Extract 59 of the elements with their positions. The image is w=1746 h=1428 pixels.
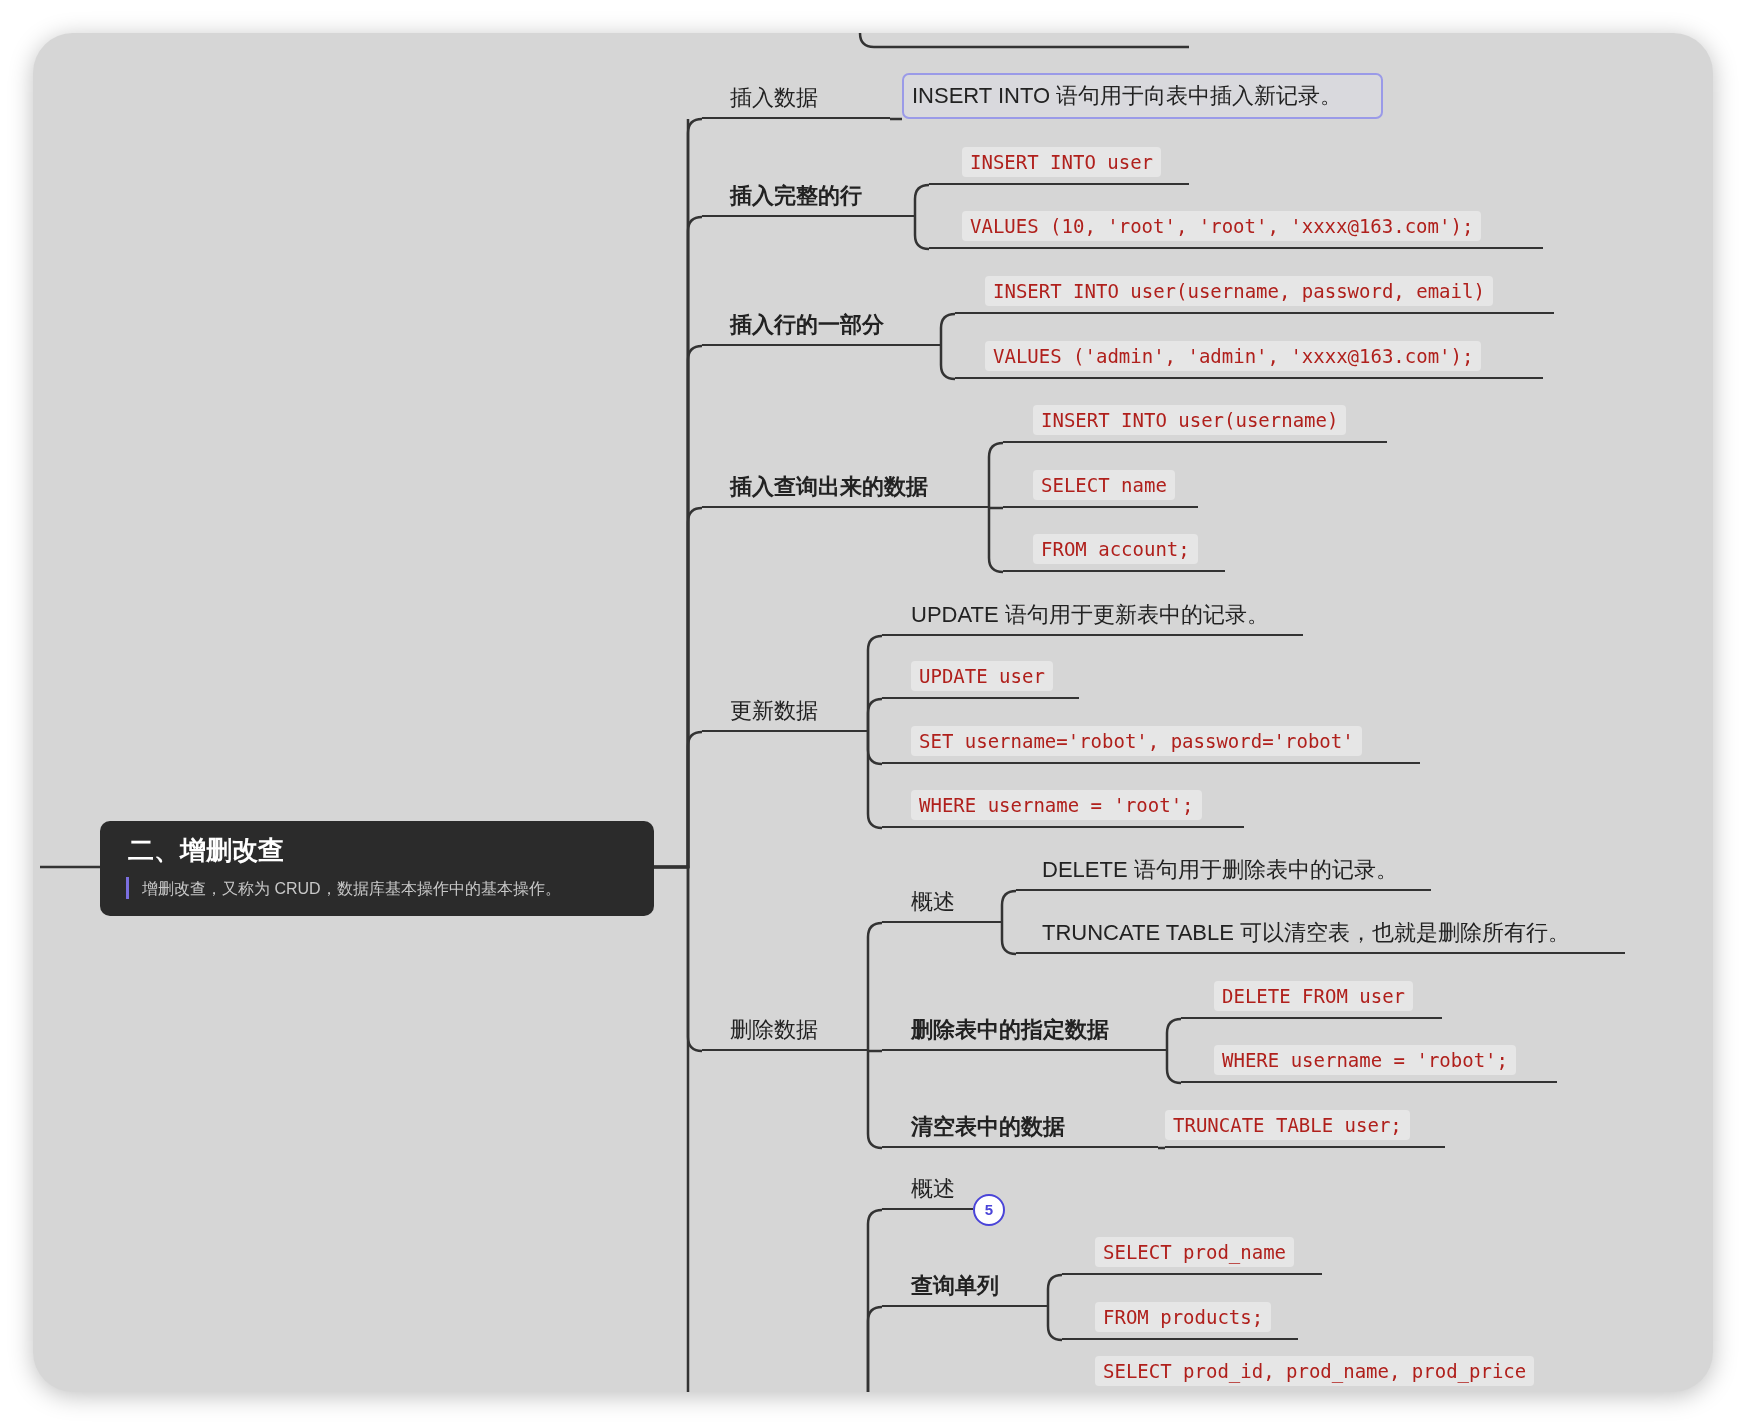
connector-line	[866, 921, 884, 1053]
connector-line	[987, 441, 1005, 510]
code-snippet: VALUES (10, 'root', 'root', 'xxxx@163.com');	[962, 211, 1482, 241]
connector-line	[913, 183, 931, 219]
connector-line	[40, 865, 100, 869]
code-snippet: TRUNCATE TABLE user;	[1165, 1110, 1410, 1140]
code-snippet: INSERT INTO user	[962, 147, 1162, 177]
code-snippet: SET username='robot', password='robot'	[911, 726, 1362, 756]
connector-line	[1158, 1146, 1165, 1150]
connector-line	[939, 344, 957, 381]
connector-line	[890, 117, 902, 121]
connector-line	[1000, 921, 1018, 956]
connector-line	[1046, 1273, 1064, 1309]
code-snippet: FROM products;	[1095, 1302, 1272, 1332]
code-snippet: UPDATE user	[911, 661, 1053, 691]
topic-label: 清空表中的数据	[911, 1113, 1065, 1141]
code-snippet: DELETE FROM user	[1214, 981, 1414, 1011]
code-snippet: SELECT name	[1033, 470, 1175, 500]
connector-line	[1165, 1049, 1183, 1085]
topic-label: 删除数据	[730, 1016, 818, 1044]
connector-line	[866, 1049, 884, 1150]
topic-label: 查询单列	[911, 1272, 999, 1300]
connector-line	[1000, 889, 1018, 925]
code-snippet: WHERE username = 'root';	[911, 790, 1202, 820]
connector-line	[866, 1305, 884, 1392]
connector-line	[866, 697, 884, 734]
topic-label: 插入数据	[730, 84, 818, 112]
topic-label: 插入查询出来的数据	[730, 473, 928, 501]
topic-label: TRUNCATE TABLE 可以清空表，也就是删除所有行。	[1042, 919, 1571, 947]
connector-line	[868, 1049, 882, 1053]
code-snippet: INSERT INTO user(username, password, email)	[985, 276, 1493, 306]
topic-label: 删除表中的指定数据	[911, 1016, 1109, 1044]
topic-label: 概述	[911, 1175, 955, 1203]
connector-line	[987, 506, 1005, 574]
topic-label: DELETE 语句用于删除表中的记录。	[1042, 856, 1398, 884]
code-snippet: SELECT prod_name	[1095, 1237, 1295, 1267]
code-snippet: SELECT prod_id, prod_name, prod_price	[1095, 1356, 1535, 1386]
topic-label: 概述	[911, 888, 955, 916]
code-snippet: FROM account;	[1033, 534, 1198, 564]
topic-label: 更新数据	[730, 697, 818, 725]
description-box	[902, 73, 1383, 119]
code-snippet: VALUES ('admin', 'admin', 'xxxx@163.com');	[985, 341, 1482, 371]
root-topic-card	[100, 821, 654, 916]
connector-line	[654, 865, 704, 1053]
connector-line	[1165, 1017, 1183, 1053]
topic-label: 插入行的一部分	[730, 311, 884, 339]
topic-title: 二、增删改查	[128, 834, 284, 867]
connector-line	[989, 506, 1003, 510]
connector-line	[866, 730, 884, 830]
code-snippet: INSERT INTO user(username)	[1033, 405, 1347, 435]
connector-line	[1046, 1305, 1064, 1342]
code-snippet: WHERE username = 'robot';	[1214, 1045, 1516, 1075]
topic-label: 插入完整的行	[730, 182, 862, 210]
count-badge: 5	[973, 1194, 1005, 1226]
topic-note: 增删改查，又称为 CRUD，数据库基本操作中的基本操作。	[142, 879, 561, 899]
topic-label: UPDATE 语句用于更新表中的记录。	[911, 601, 1269, 629]
description-text: INSERT INTO 语句用于向表中插入新记录。	[912, 82, 1343, 110]
connector-line	[939, 312, 957, 348]
connector-line	[913, 215, 931, 251]
